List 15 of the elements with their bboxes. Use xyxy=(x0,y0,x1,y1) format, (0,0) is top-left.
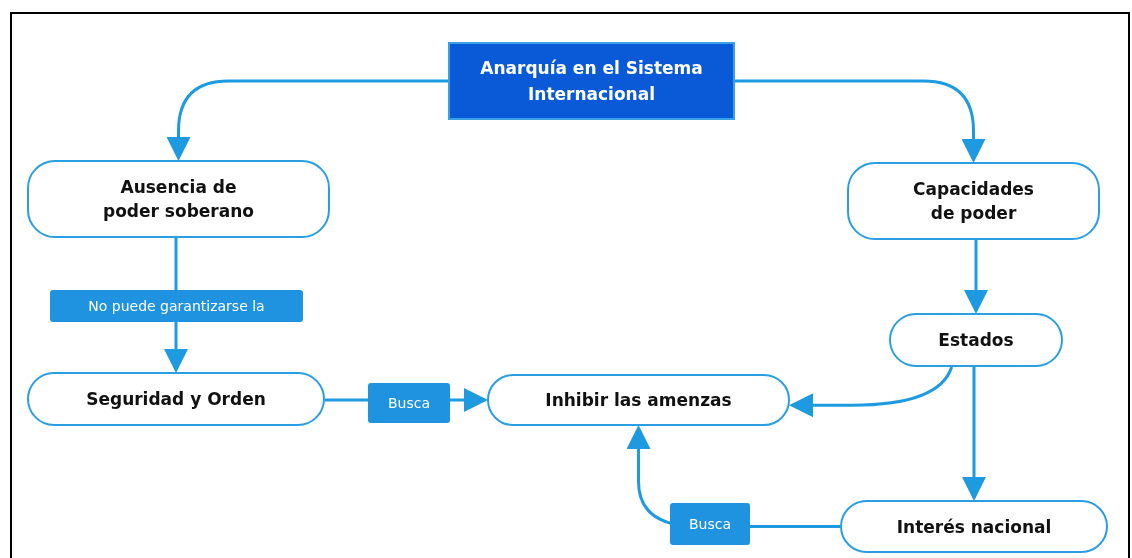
concept-box: Seguridad y Orden xyxy=(27,372,325,426)
arrow xyxy=(964,240,988,314)
arrow xyxy=(166,79,448,161)
concept-box: Inhibir las amenzas xyxy=(487,374,790,426)
edge-label: Busca xyxy=(368,383,450,423)
edge-label: Busca xyxy=(670,503,750,545)
title-box: Anarquía en el Sistema Internacional xyxy=(448,42,735,120)
concept-box: Interés nacional xyxy=(840,500,1108,553)
concept-box: Capacidades de poder xyxy=(847,162,1100,240)
arrow xyxy=(962,367,986,501)
concept-box: Ausencia de poder soberano xyxy=(27,160,330,238)
concept-box: Estados xyxy=(889,313,1063,367)
edge-label: No puede garantizarse la xyxy=(50,290,303,322)
arrow xyxy=(789,366,954,418)
arrow xyxy=(735,79,986,163)
